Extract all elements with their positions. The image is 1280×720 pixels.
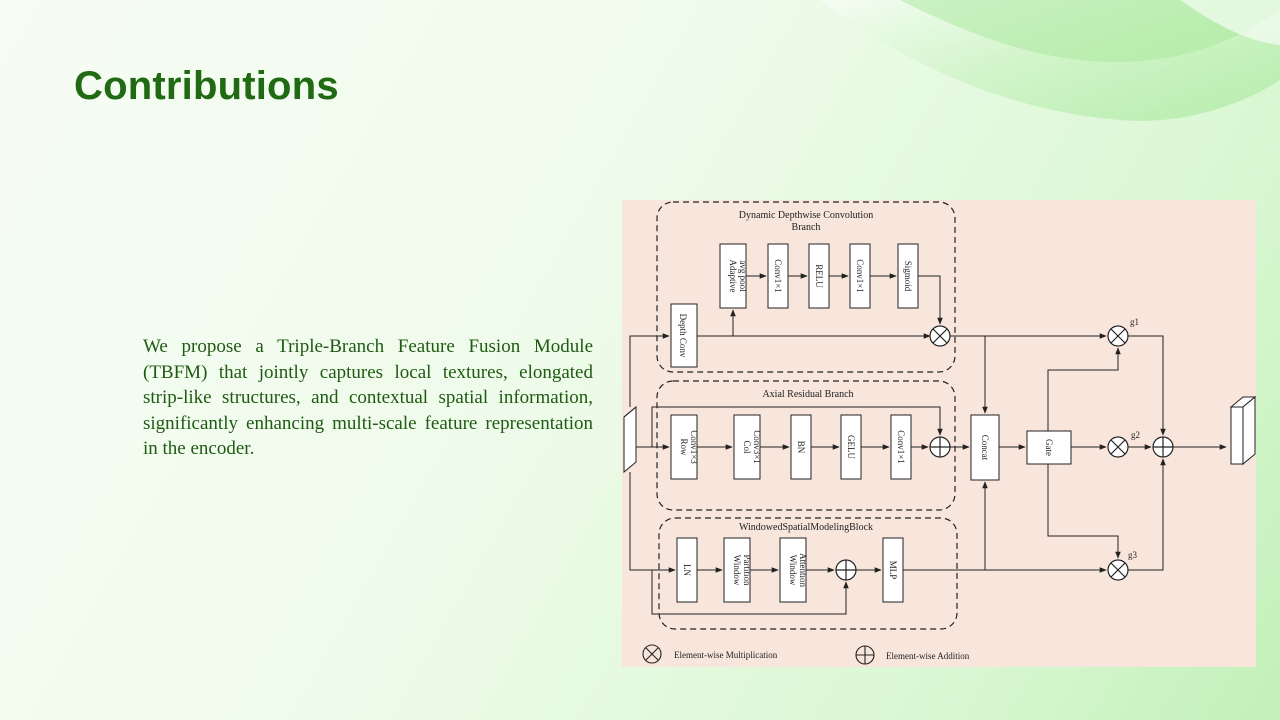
concat-block: Concat — [970, 414, 1000, 481]
svg-text:Conv3×1: Conv3×1 — [752, 430, 762, 464]
svg-text:Depth Conv: Depth Conv — [678, 314, 688, 358]
legend-add-icon — [855, 645, 875, 665]
branch2-container — [656, 380, 956, 511]
legend-multiply-icon — [642, 644, 662, 664]
multiply-node-branch1 — [929, 325, 951, 347]
branch1-container — [656, 201, 956, 373]
svg-text:GELU: GELU — [846, 435, 856, 459]
row-conv-block: Row Conv1×3 — [670, 414, 699, 480]
bn-block: BN — [790, 414, 812, 480]
svg-text:Window: Window — [732, 555, 742, 586]
legend-multiply-label: Element-wise Multiplication — [674, 650, 778, 660]
depth-conv-block: Depth Conv — [670, 303, 698, 368]
svg-text:LN: LN — [682, 564, 692, 576]
sigmoid-block: Sigmoid — [897, 243, 919, 309]
add-node-branch2 — [929, 436, 951, 458]
legend-add-label: Element-wise Addition — [886, 651, 970, 661]
svg-text:BN: BN — [796, 441, 806, 454]
svg-text:Concat: Concat — [980, 435, 990, 461]
svg-text:Gate: Gate — [1044, 439, 1054, 456]
multiply-node-g3 — [1107, 559, 1129, 581]
multiply-node-g2 — [1107, 436, 1129, 458]
input-feature-map — [623, 405, 637, 474]
svg-text:Window: Window — [788, 555, 798, 586]
adaptive-avg-pool-block: Adaptive avg pool — [719, 243, 748, 309]
conv1x1-block-b: Conv1×1 — [849, 243, 871, 309]
svg-text:Conv1×1: Conv1×1 — [855, 259, 865, 293]
branch1-title: Dynamic Depthwise Convolution — [739, 210, 873, 221]
mlp-block: MLP — [882, 537, 904, 603]
add-node-branch3 — [835, 559, 857, 581]
label-g1: g1 — [1130, 317, 1139, 327]
gate-block: Gate — [1026, 430, 1072, 465]
window-partition-block: Window Partition — [723, 537, 752, 603]
svg-text:Conv1×3: Conv1×3 — [689, 430, 699, 464]
slide-body-text: We propose a Triple-Branch Feature Fusio… — [143, 336, 593, 459]
label-g3: g3 — [1128, 550, 1138, 560]
svg-text:MLP: MLP — [888, 561, 898, 580]
add-node-output — [1152, 436, 1174, 458]
svg-text:avg pool: avg pool — [738, 260, 748, 292]
label-g2: g2 — [1131, 430, 1140, 440]
slide-title: Contributions — [74, 64, 339, 108]
tbfm-architecture-diagram: Dynamic Depthwise Convolution Branch Axi… — [622, 200, 1256, 667]
svg-text:Partition: Partition — [742, 555, 752, 586]
window-attention-block: Window Attention — [779, 537, 808, 603]
branch1-title-line2: Branch — [792, 222, 821, 233]
col-conv-block: Col Conv3×1 — [733, 414, 762, 480]
branch2-title: Axial Residual Branch — [762, 389, 853, 400]
branch3-title: WindowedSpatialModelingBlock — [739, 522, 873, 533]
svg-text:Adaptive: Adaptive — [728, 260, 738, 293]
svg-text:Attention: Attention — [798, 553, 808, 587]
svg-text:Col: Col — [742, 440, 752, 454]
conv1x1-block-c: Conv1×1 — [890, 414, 912, 480]
ln-block: LN — [676, 537, 698, 603]
svg-text:RELU: RELU — [814, 264, 824, 288]
svg-text:Conv1×1: Conv1×1 — [896, 430, 906, 464]
svg-text:Conv1×1: Conv1×1 — [773, 259, 783, 293]
svg-text:Sigmoid: Sigmoid — [903, 261, 913, 292]
conv1x1-block-a: Conv1×1 — [767, 243, 789, 309]
relu-block: RELU — [808, 243, 830, 309]
branch3-container — [658, 517, 958, 630]
output-feature-map — [1229, 395, 1256, 466]
svg-text:Row: Row — [679, 438, 689, 456]
multiply-node-g1 — [1107, 325, 1129, 347]
gelu-block: GELU — [840, 414, 862, 480]
